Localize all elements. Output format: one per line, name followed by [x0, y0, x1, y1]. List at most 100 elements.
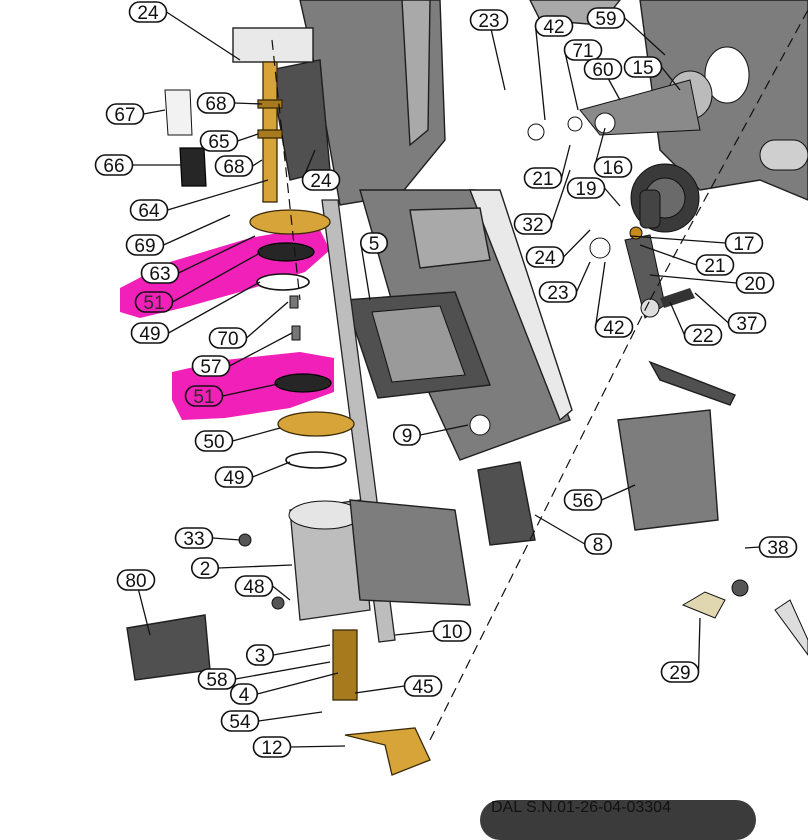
flap-56 — [648, 360, 736, 406]
main-frame-plates — [269, 0, 808, 461]
nut-38 — [731, 579, 749, 597]
callout-leader — [166, 11, 241, 61]
callout-54: 54 — [220, 710, 323, 733]
callout-label: 54 — [229, 712, 251, 733]
callout-leader — [172, 252, 261, 303]
callout-leader — [629, 235, 726, 244]
callout-69: 69 — [125, 214, 231, 257]
callout-8: 8 — [534, 514, 613, 556]
callout-label: 49 — [223, 468, 244, 489]
callout-leader — [178, 235, 256, 274]
ring-upper — [256, 273, 310, 291]
callout-67: 67 — [105, 103, 166, 126]
callout-oval — [116, 569, 156, 591]
hole-9 — [469, 414, 491, 436]
callout-oval — [583, 533, 613, 555]
callout-oval — [128, 1, 168, 23]
callout-24: 24 — [301, 149, 341, 192]
callout-29: 29 — [660, 617, 701, 684]
callout-oval — [208, 327, 248, 349]
washer-lever — [589, 237, 611, 259]
callout-oval — [563, 39, 603, 61]
callout-label: 21 — [704, 256, 725, 277]
upper-plate-slot — [401, 0, 431, 147]
callout-label: 60 — [592, 60, 613, 81]
callout-oval — [184, 385, 224, 407]
spring-black — [179, 147, 207, 187]
callout-leader — [168, 281, 261, 334]
callout-50: 50 — [194, 427, 281, 453]
callout-leader — [649, 274, 737, 284]
callout-3: 3 — [245, 644, 331, 667]
callout-label: 9 — [402, 426, 413, 447]
callout-oval — [513, 213, 553, 235]
callout-oval — [105, 103, 145, 125]
callout-label: 29 — [669, 663, 690, 684]
callout-leader — [744, 546, 760, 549]
callout-oval — [129, 199, 169, 221]
callout-oval — [94, 154, 134, 176]
lower-shaft — [332, 629, 358, 701]
inclined-plate-edge — [468, 189, 573, 422]
callout-49: 49 — [214, 461, 291, 489]
callout-16: 16 — [593, 127, 633, 179]
callout-51: 51 — [134, 252, 261, 314]
brass-disc-lower — [277, 411, 355, 437]
washer-upper-b — [567, 116, 583, 132]
callout-oval — [190, 557, 220, 579]
callout-oval — [199, 130, 239, 152]
callout-70: 70 — [208, 301, 289, 350]
can-56 — [617, 409, 719, 531]
callout-label: 22 — [692, 326, 713, 347]
callout-label: 56 — [572, 491, 593, 512]
callout-label: 19 — [575, 179, 596, 200]
callout-leader — [660, 66, 681, 91]
screen-lower — [274, 373, 332, 393]
callout-leader — [143, 109, 166, 115]
callout-56: 56 — [563, 484, 636, 512]
callout-label: 15 — [632, 58, 653, 79]
callout-oval — [301, 169, 341, 191]
callout-label: 65 — [208, 132, 229, 153]
callout-label: 17 — [733, 234, 754, 255]
callout-leader — [624, 17, 666, 56]
callout-label: 24 — [137, 3, 159, 24]
callout-oval — [566, 177, 606, 199]
callout-64: 64 — [129, 179, 269, 222]
callout-label: 63 — [149, 264, 170, 285]
callout-10: 10 — [394, 620, 472, 643]
callout-20: 20 — [649, 272, 775, 295]
lever-assembly — [527, 112, 695, 319]
screw-57 — [291, 325, 301, 341]
callout-32: 32 — [513, 169, 571, 236]
callout-label: 49 — [139, 324, 160, 345]
callout-label: 69 — [134, 236, 155, 257]
callout-42: 42 — [534, 15, 574, 121]
callout-label: 10 — [441, 622, 462, 643]
callout-label: 59 — [595, 9, 616, 30]
callout-23: 23 — [469, 9, 509, 91]
callout-leader — [534, 25, 546, 121]
callout-2: 2 — [190, 557, 293, 580]
callout-oval — [392, 424, 422, 446]
callout-label: 21 — [532, 169, 553, 190]
callout-leader — [488, 19, 506, 91]
callout-49: 49 — [130, 281, 261, 345]
callout-oval — [214, 155, 254, 177]
callout-leader — [273, 644, 331, 656]
plate-bore — [704, 46, 750, 104]
callout-68: 68 — [196, 92, 263, 115]
callout-oval — [594, 316, 634, 338]
callout-59: 59 — [586, 7, 666, 56]
callout-oval — [724, 232, 764, 254]
callout-label: 2 — [200, 559, 211, 580]
callout-65: 65 — [199, 130, 259, 153]
lower-housing — [126, 360, 808, 776]
callout-oval — [563, 489, 603, 511]
callout-42: 42 — [594, 261, 634, 339]
callout-label: 33 — [183, 529, 204, 550]
callout-80: 80 — [116, 569, 156, 636]
callout-leader — [694, 292, 729, 324]
